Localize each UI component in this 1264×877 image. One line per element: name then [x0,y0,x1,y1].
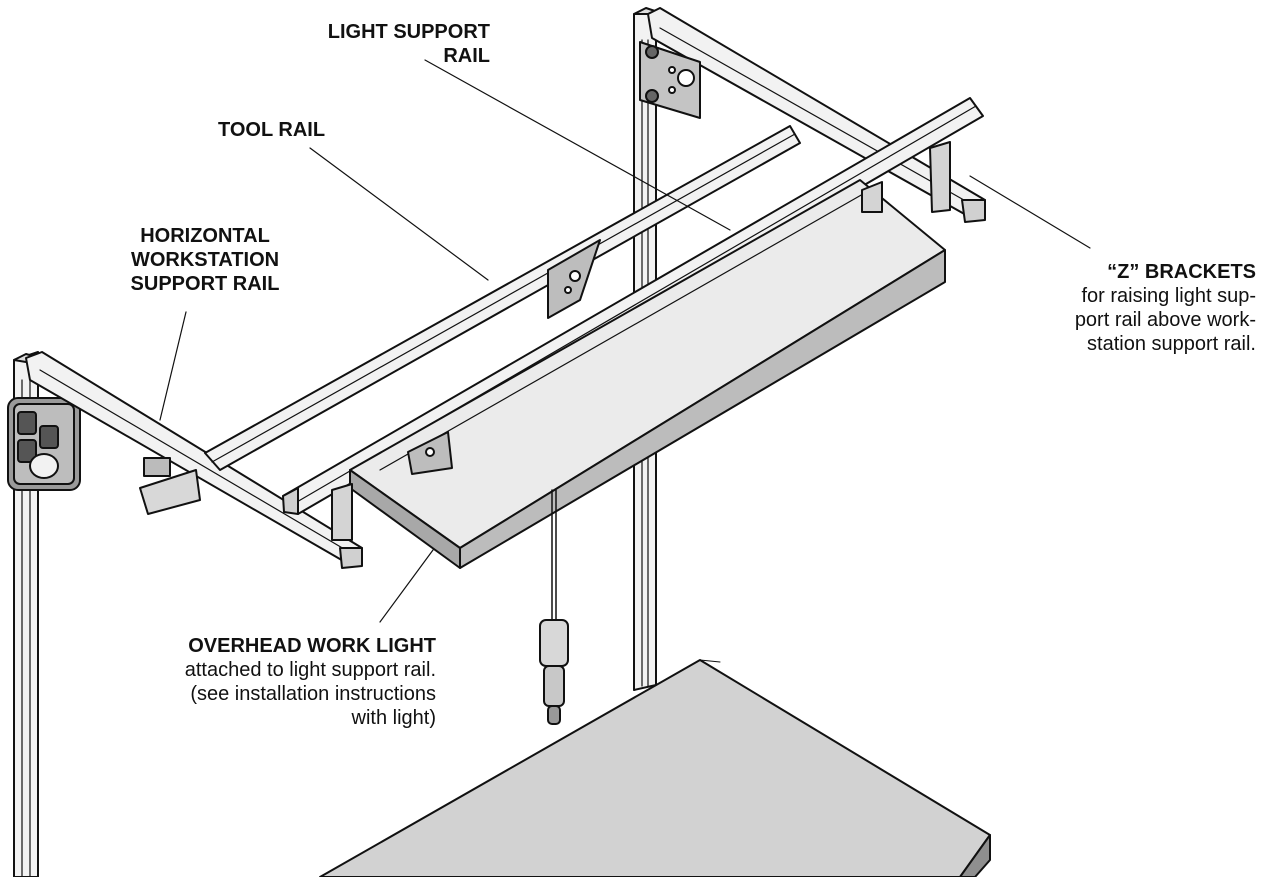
label-overhead-light-title: OVERHEAD WORK LIGHT [188,635,436,657]
label-horizontal-rail: HORIZONTAL WORKSTATION SUPPORT RAIL [100,224,310,296]
label-light-support-rail-line1: LIGHT SUPPORT [327,21,490,43]
work-table [319,659,991,877]
left-horizontal-rail [25,351,363,569]
tool-rail [204,125,801,471]
label-light-support-rail-line2: RAIL [443,45,490,67]
label-z-brackets-line1: for raising light sup- [1081,285,1256,307]
label-z-brackets-line2: port rail above work- [1074,309,1256,331]
label-z-brackets-line3: station support rail. [1087,333,1256,355]
label-horizontal-rail-line1: HORIZONTAL [140,225,270,247]
back-horizontal-rail [647,7,986,223]
label-horizontal-rail-line2: WORKSTATION [130,249,280,271]
label-overhead-light: OVERHEAD WORK LIGHT attached to light su… [100,634,436,730]
label-tool-rail-text: TOOL RAIL [218,119,326,141]
z-bracket-front [331,483,353,541]
label-overhead-light-line1: attached to light support rail. [184,659,436,681]
overhead-work-light [349,179,946,569]
label-overhead-light-line3: with light) [351,707,436,729]
label-horizontal-rail-line3: SUPPORT RAIL [130,273,280,295]
back-mounting-plate [639,41,701,119]
outlet-box [7,397,81,491]
label-z-brackets-title: “Z” BRACKETS [1107,261,1256,283]
z-bracket-rear [861,141,951,213]
label-tool-rail: TOOL RAIL [218,118,358,142]
label-z-brackets: “Z” BRACKETS for raising light sup- port… [990,260,1256,356]
center-mount [407,239,601,475]
label-light-support-rail: LIGHT SUPPORT RAIL [250,20,490,68]
pendant-lamp [539,489,569,725]
leader-lines [159,59,1091,623]
label-overhead-light-line2: (see installation instructions [190,683,436,705]
left-clamp-bracket [139,457,201,515]
